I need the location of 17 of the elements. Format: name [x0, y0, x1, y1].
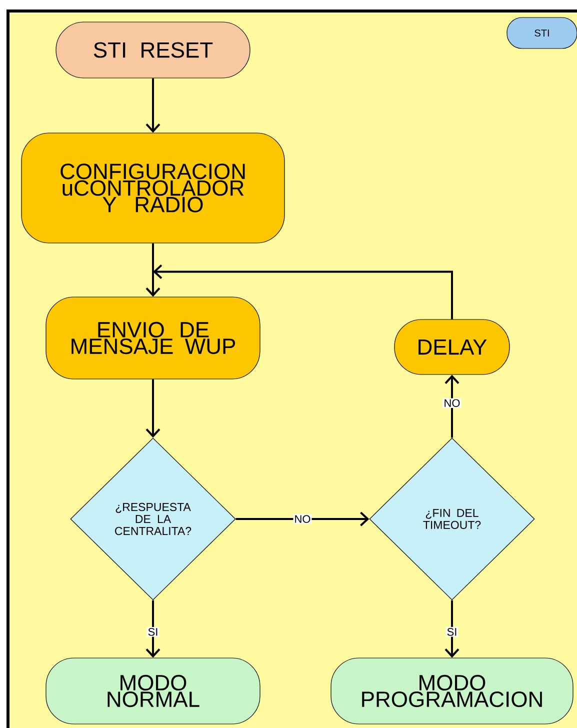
- arrow: [146, 78, 160, 133]
- arrow: [146, 600, 160, 658]
- edge-label: NO: [293, 514, 312, 524]
- edge-label: NO: [442, 398, 462, 408]
- terminal-box: MODO NORMAL: [46, 658, 260, 724]
- process-box: DELAY: [394, 319, 510, 375]
- arrow: [444, 374, 460, 438]
- arrow: [153, 264, 453, 320]
- arrow: [236, 512, 370, 526]
- arrow: [444, 600, 460, 658]
- process-box: CONFIGURACION uCONTROLADOR Y RADIO: [21, 132, 285, 244]
- terminal-box: MODO PROGRAMACION: [330, 658, 574, 724]
- process-box: ENVIO DE MENSAJE WUP: [46, 296, 260, 380]
- terminal-box: STI: [506, 17, 577, 49]
- terminal-box: STI RESET: [56, 22, 250, 78]
- arrow: [146, 243, 160, 297]
- arrow: [146, 379, 160, 438]
